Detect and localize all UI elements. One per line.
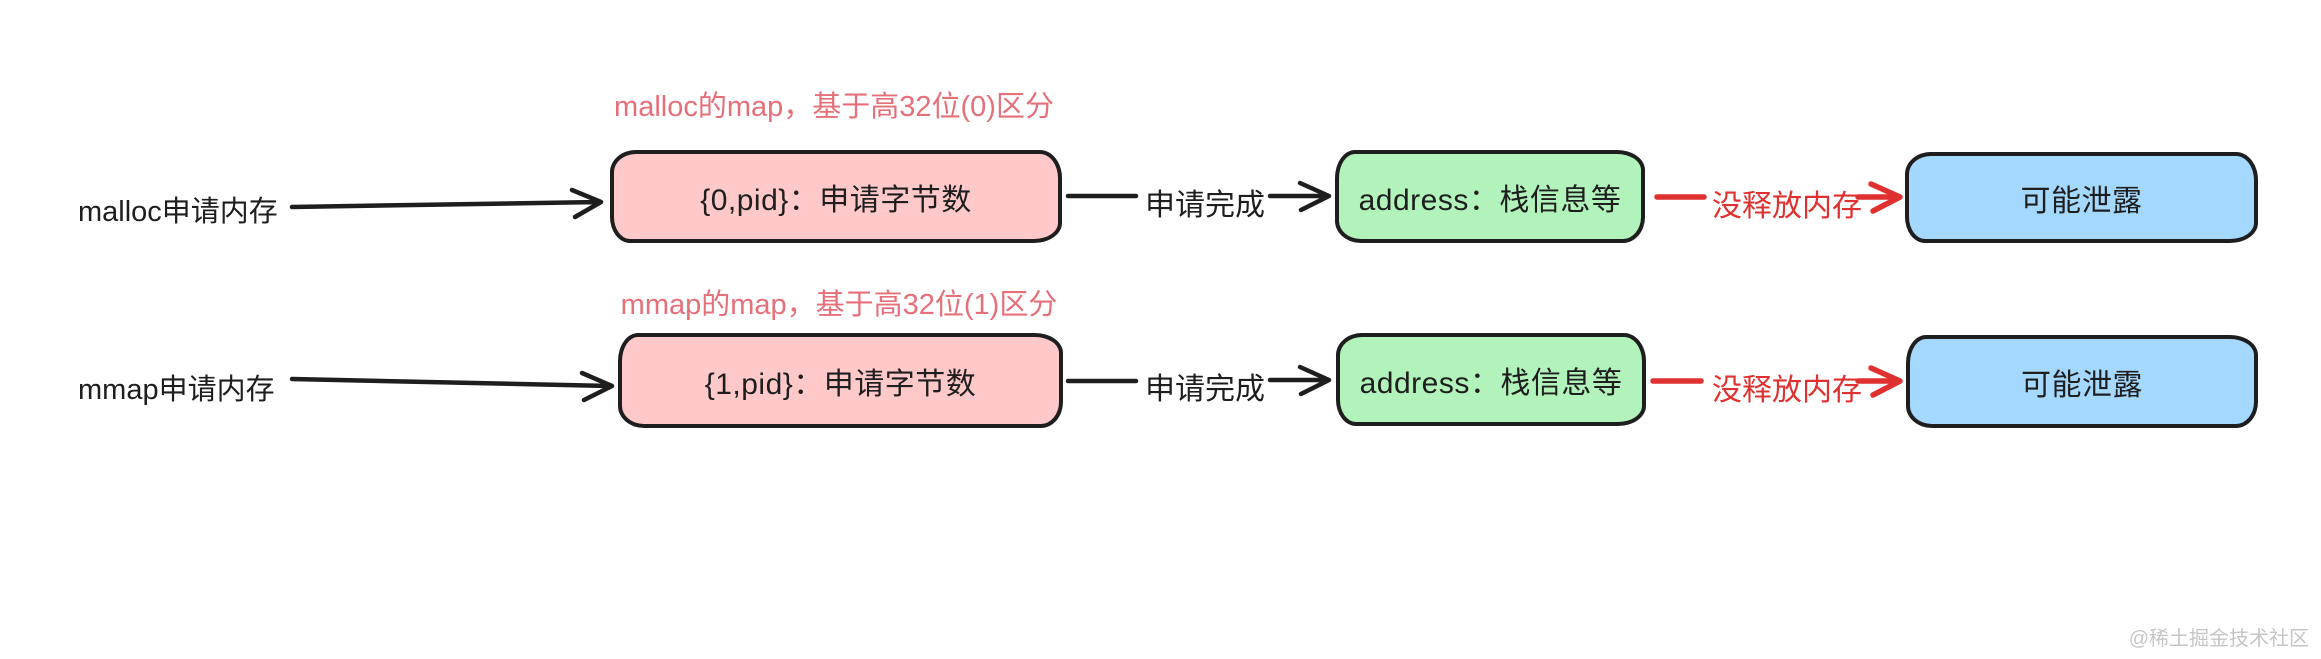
map-key-box-label: {0,pid}：申请字节数 (700, 183, 972, 217)
address-box-label: address：栈信息等 (1359, 366, 1623, 400)
map-key-box: {0,pid}：申请字节数 (610, 150, 1062, 243)
map-note-label: mmap的map，基于高32位(1)区分 (620, 289, 1058, 321)
address-box: address：栈信息等 (1336, 333, 1646, 426)
arrow-source-to-map-row1 (289, 187, 604, 220)
leak-result-box: 可能泄露 (1905, 152, 2258, 243)
leak-cause-label: 没释放内存 (1712, 190, 1862, 223)
source-label: malloc申请内存 (78, 196, 278, 228)
arrow-source-to-map-row2 (289, 370, 615, 403)
arrow-leak-to-result-row2 (1855, 365, 1903, 398)
arrow-done-to-address-row2 (1267, 364, 1332, 397)
leak-result-box-label: 可能泄露 (2021, 368, 2143, 402)
map-key-box-label: {1,pid}：申请字节数 (704, 367, 977, 401)
address-box-label: address：栈信息等 (1358, 183, 1622, 217)
leak-cause-label: 没释放内存 (1712, 374, 1862, 407)
leak-result-box: 可能泄露 (1906, 335, 2258, 428)
arrow-leak-to-result-row1 (1855, 181, 1903, 214)
request-done-label: 申请完成 (1145, 189, 1265, 222)
watermark: @稀土掘金技术社区 (2128, 628, 2309, 650)
source-label: mmap申请内存 (78, 374, 275, 406)
map-key-box: {1,pid}：申请字节数 (618, 333, 1063, 428)
map-note-label: malloc的map，基于高32位(0)区分 (614, 91, 1054, 123)
address-box: address：栈信息等 (1335, 150, 1645, 243)
leak-result-box-label: 可能泄露 (2020, 184, 2143, 218)
arrow-done-to-address-row1 (1267, 180, 1332, 213)
request-done-label: 申请完成 (1145, 373, 1265, 406)
